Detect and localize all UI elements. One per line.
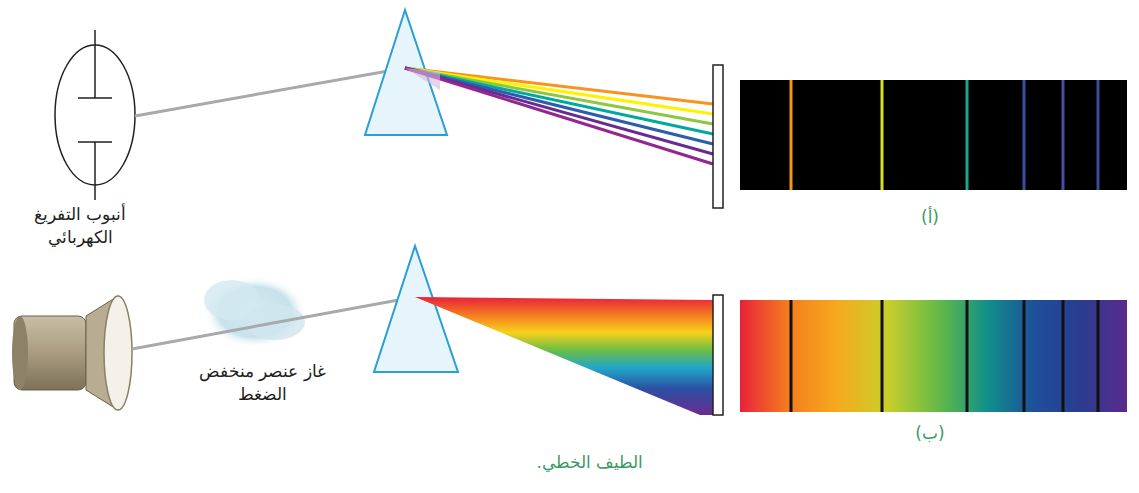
panel-tag: (ب) xyxy=(900,423,960,443)
panel-tag: (أ) xyxy=(900,207,960,227)
gas-label: غاز عنصر منخفض الضغط xyxy=(175,360,350,406)
figure-caption: الطيف الخطي. xyxy=(500,452,680,472)
tube-label: أنبوب التفريغ الكهربائي xyxy=(10,203,150,249)
